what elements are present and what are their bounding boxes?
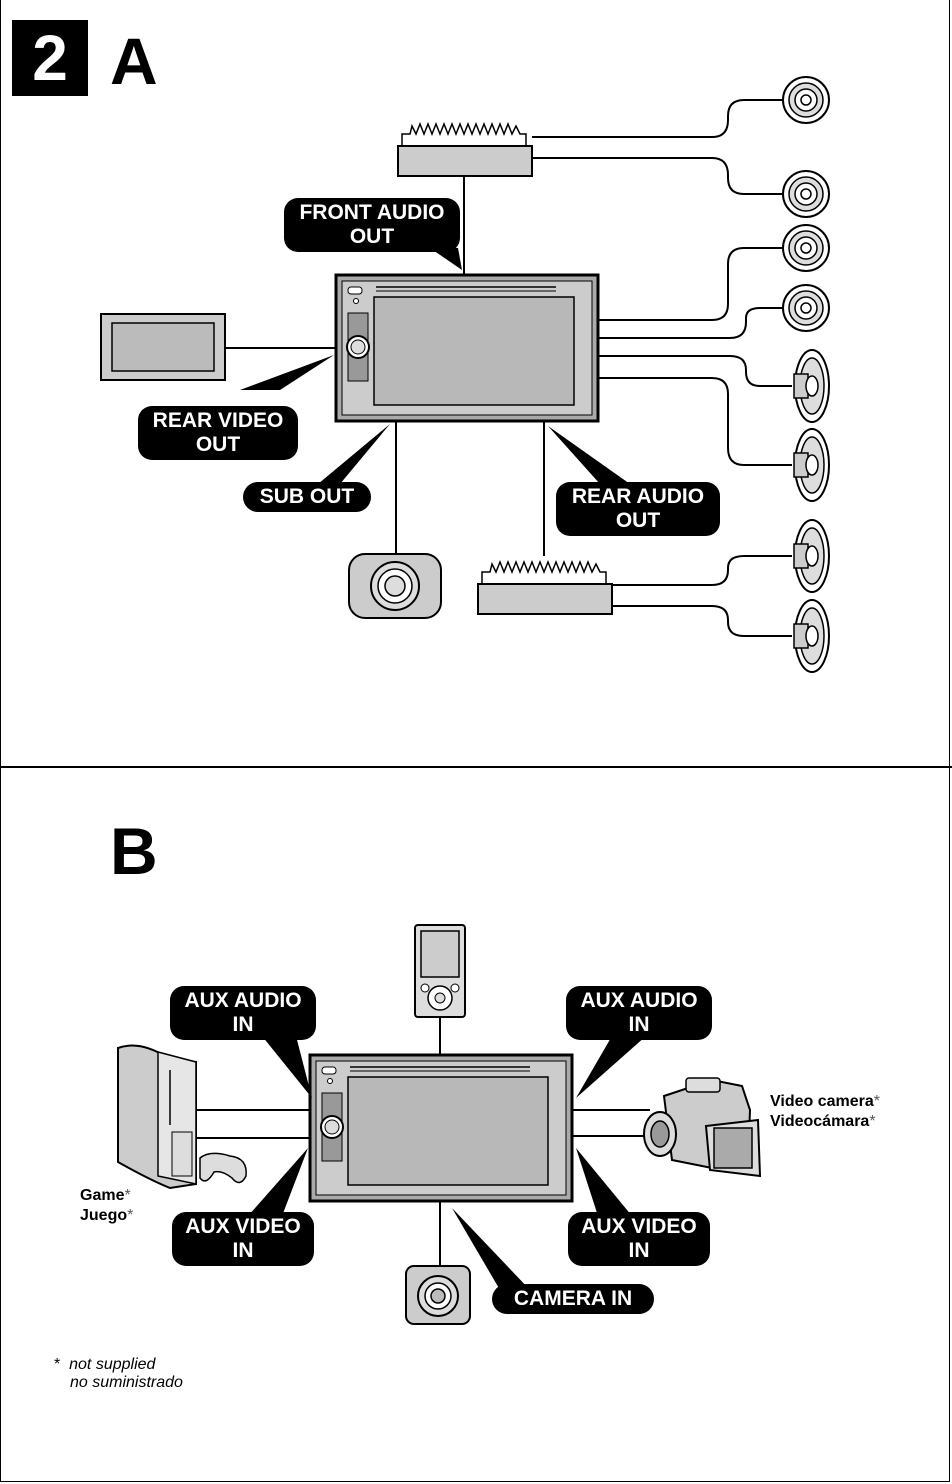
speaker-icon	[793, 599, 830, 673]
rear-amplifier	[477, 561, 613, 615]
section-a-letter: A	[110, 24, 158, 98]
front-amplifier	[397, 123, 533, 177]
section-divider	[0, 766, 952, 768]
camera-in-label: CAMERA IN	[492, 1284, 654, 1314]
aux-audio-in-right-label: AUX AUDIO IN	[566, 986, 712, 1040]
speaker-icon	[793, 349, 830, 423]
rear-audio-out-label: REAR AUDIO OUT	[556, 482, 720, 536]
head-unit-b	[308, 1053, 574, 1203]
game-controller-icon	[199, 1152, 247, 1184]
aux-video-in-left-label: AUX VIDEO IN	[172, 1212, 314, 1266]
video-camera-icon	[643, 1077, 762, 1178]
front-audio-out-label: FRONT AUDIO OUT	[284, 198, 460, 252]
sub-out-label: SUB OUT	[243, 482, 371, 512]
section-number: 2	[12, 20, 88, 96]
speaker-icon	[793, 519, 830, 593]
section-b-letter: B	[110, 814, 158, 888]
footnote-line: not supplied	[69, 1356, 156, 1373]
speaker-icon	[782, 284, 830, 332]
rear-video-out-label: REAR VIDEO OUT	[138, 406, 298, 460]
footnote-marker: *	[54, 1356, 61, 1373]
speaker-icon	[782, 224, 830, 272]
head-unit-a	[334, 273, 600, 423]
speaker-icon	[793, 428, 830, 502]
speaker-icon	[782, 76, 830, 124]
speaker-icon	[782, 170, 830, 218]
footnote: * not supplied no suministrado	[54, 1356, 183, 1392]
video-camera-device-label: Video camera* Videocámara*	[770, 1093, 880, 1130]
footnote-line: no suministrado	[70, 1374, 183, 1391]
aux-audio-in-left-label: AUX AUDIO IN	[170, 986, 316, 1040]
aux-video-in-right-label: AUX VIDEO IN	[568, 1212, 710, 1266]
game-device-label: Game* Juego*	[80, 1187, 134, 1224]
